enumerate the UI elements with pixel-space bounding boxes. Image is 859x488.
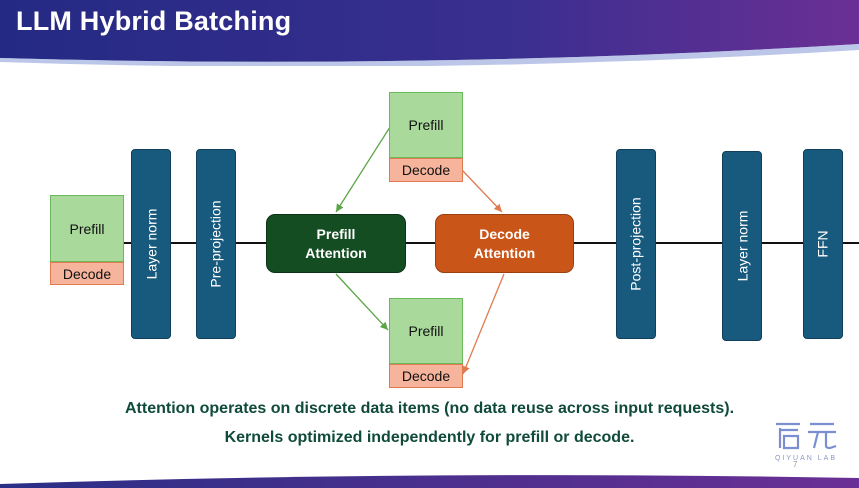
decode-attention-line2: Attention [473, 244, 536, 261]
input-decode-box: Decode [50, 262, 124, 285]
post-projection-label: Post-projection [628, 197, 645, 291]
caption-line-1: Attention operates on discrete data item… [124, 400, 735, 417]
post-projection-bar: Post-projection [616, 149, 656, 339]
layer-norm-label-2: Layer norm [734, 210, 750, 282]
arrow-top-decode-to-decode-attention [461, 169, 503, 213]
bottom-decode-box: Decode [389, 364, 463, 388]
prefill-attention-block: Prefill Attention [266, 214, 406, 273]
layer-norm-bar-2: Layer norm [722, 151, 762, 341]
pre-projection-label: Pre-projection [208, 200, 224, 288]
decode-attention-line1: Decode [479, 225, 530, 242]
layer-norm-label-1: Layer norm [143, 208, 159, 280]
layer-norm-bar-1: Layer norm [131, 149, 171, 339]
ffn-label: FFN [815, 230, 831, 258]
arrow-prefill-attention-to-bottom-prefill [335, 273, 389, 331]
input-prefill-box: Prefill [50, 195, 124, 262]
ffn-bar: FFN [803, 149, 843, 339]
arrow-top-prefill-to-prefill-attention [335, 126, 391, 213]
prefill-attention-line2: Attention [305, 244, 367, 261]
slide-title: LLM Hybrid Batching [16, 6, 292, 36]
page-number: 7 [793, 460, 798, 469]
logo-text: QIYUAN LAB [774, 455, 837, 462]
caption-line-2: Kernels optimized independently for pref… [224, 429, 635, 446]
arrow-decode-attention-to-bottom-decode [462, 273, 505, 375]
qiyuan-logo-icon [776, 422, 837, 450]
prefill-attention-line1: Prefill [316, 225, 356, 242]
title-banner [0, 0, 859, 66]
pre-projection-bar: Pre-projection [196, 149, 236, 339]
decode-attention-block: Decode Attention [435, 214, 574, 273]
qiyuan-lab-logo: QIYUAN LAB [770, 418, 842, 464]
top-prefill-box: Prefill [389, 92, 463, 158]
bottom-band [0, 475, 859, 488]
bottom-prefill-box: Prefill [389, 298, 463, 364]
top-decode-box: Decode [389, 158, 463, 182]
